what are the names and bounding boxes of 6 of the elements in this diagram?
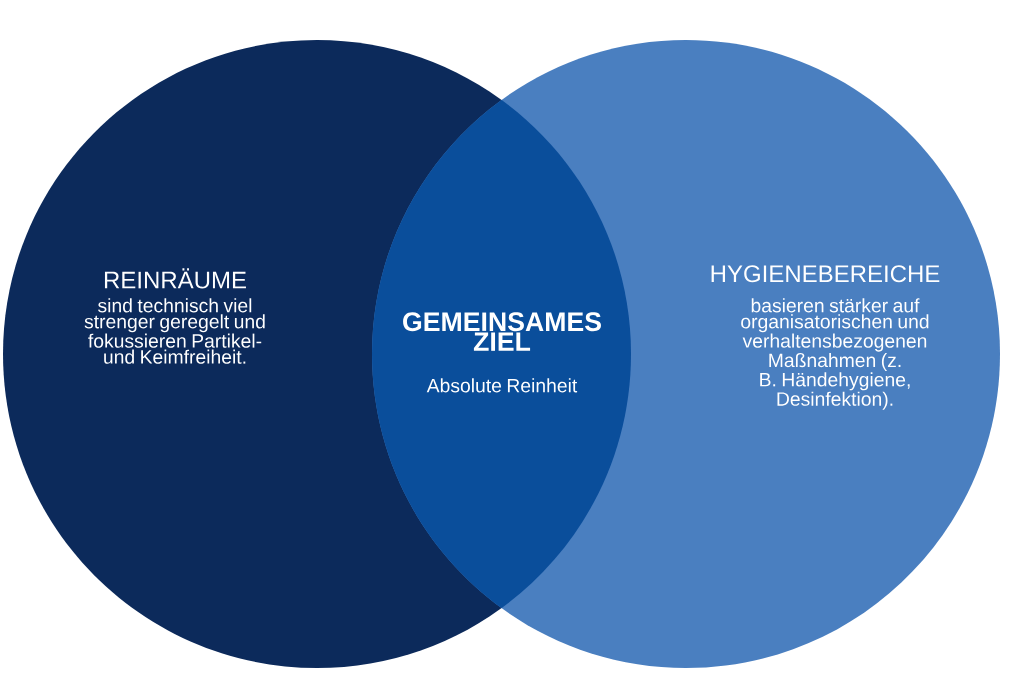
description: Absolute Reinheit: [426, 378, 578, 393]
heading: REINRÄUME: [104, 268, 246, 289]
heading: HYGIENEBEREICHE: [711, 265, 940, 283]
heading: GEMEINSAMES ZIEL: [403, 312, 601, 351]
description: sind technisch viel strenger geregelt und fokussieren Partikel- und Keimfreiheit.: [84, 298, 265, 364]
description: basieren stärker auf organisatorischen und verhaltensbezogenen Maßnahmen (z. B. Händehygiene, Desinfektion).: [741, 298, 929, 410]
